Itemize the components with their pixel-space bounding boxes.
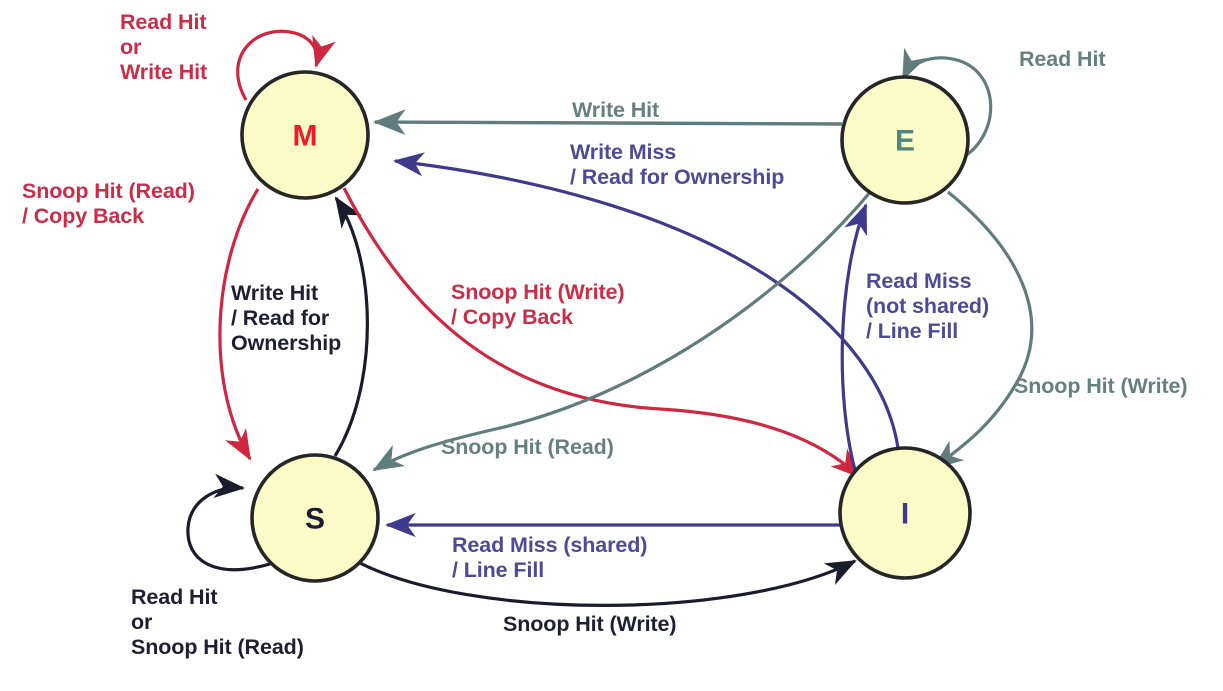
label-line: Snoop Hit (Write) [451, 280, 625, 304]
edge-e-self-loop [901, 47, 993, 160]
state-circle-M[interactable] [240, 70, 370, 200]
label-line: Write Hit [572, 98, 660, 122]
label-line: (not shared) [866, 293, 990, 318]
state-label-I: I [901, 498, 909, 531]
edge-label-i-to-s: Read Miss (shared) / Line Fill [452, 533, 647, 583]
label-line: or [131, 609, 153, 634]
label-line: Write Hit [231, 281, 319, 305]
state-label-S: S [305, 503, 325, 536]
label-line: Snoop Hit (Write) [1014, 374, 1188, 398]
label-line: Write Miss [570, 140, 677, 164]
label-line: Read Miss (shared) [452, 533, 648, 557]
state-label-E: E [895, 125, 915, 158]
state-node-M[interactable]: M [240, 70, 370, 200]
edge-s-to-i [357, 559, 857, 607]
edge-label-m-self-loop: Read Hit or Write Hit [120, 10, 207, 85]
label-line: Read Hit [131, 585, 218, 609]
edge-label-m-to-s: Snoop Hit (Read) / Copy Back [22, 179, 195, 229]
edge-s-to-e [840, 203, 868, 471]
label-line: Snoop Hit (Read) [22, 179, 195, 203]
edge-label-e-self-loop: Read Hit [1019, 47, 1106, 72]
label-line: Read Miss [866, 269, 972, 293]
state-label-M: M [293, 120, 318, 153]
state-node-I[interactable]: I [838, 446, 972, 580]
edge-e-to-i [932, 190, 1034, 470]
label-line: Read Hit [1019, 47, 1106, 71]
edge-label-i-to-m: Write Miss / Read for Ownership [570, 140, 784, 190]
edge-label-s-self-loop: Read Hit or Snoop Hit (Read) [131, 585, 304, 660]
state-circle-S[interactable] [250, 453, 380, 583]
label-line: / Read for Ownership [570, 164, 785, 189]
edge-label-s-to-e: Read Miss (not shared) / Line Fill [866, 269, 989, 344]
label-line: / Copy Back [22, 203, 144, 228]
label-line: Snoop Hit (Write) [503, 612, 677, 636]
label-line: Ownership [231, 330, 342, 355]
edge-e-to-s [372, 188, 874, 472]
edge-m-to-i [342, 187, 862, 479]
edge-label-s-to-i: Snoop Hit (Write) [503, 612, 677, 637]
edge-e-to-m [372, 109, 843, 136]
label-line: or [120, 34, 142, 59]
edge-m-to-s [218, 188, 260, 461]
label-line: / Read for [231, 305, 330, 330]
edge-m-self-loop [236, 29, 336, 101]
state-node-E[interactable]: E [840, 75, 970, 205]
label-line: Write Hit [120, 59, 208, 84]
edge-label-s-to-m: Write Hit / Read for Ownership [231, 281, 341, 356]
edge-label-e-to-m: Write Hit [572, 98, 659, 123]
label-line: Read Hit [120, 10, 207, 34]
edge-label-e-to-i: Snoop Hit (Write) [1014, 374, 1188, 399]
edge-s-to-m [333, 196, 369, 457]
state-circle-E[interactable] [840, 75, 970, 205]
label-line: Snoop Hit (Read) [131, 634, 304, 659]
edge-s-self-loop [186, 473, 271, 572]
label-line: / Line Fill [866, 318, 959, 343]
edge-label-m-to-i: Snoop Hit (Write) / Copy Back [451, 280, 625, 330]
label-line: / Line Fill [452, 557, 545, 582]
state-circle-I[interactable] [838, 446, 972, 580]
edge-i-to-m [393, 152, 900, 449]
edge-label-e-to-s: Snoop Hit (Read) [441, 435, 614, 460]
label-line: Snoop Hit (Read) [441, 435, 614, 459]
state-node-S[interactable]: S [250, 453, 380, 583]
label-line: / Copy Back [451, 304, 573, 329]
